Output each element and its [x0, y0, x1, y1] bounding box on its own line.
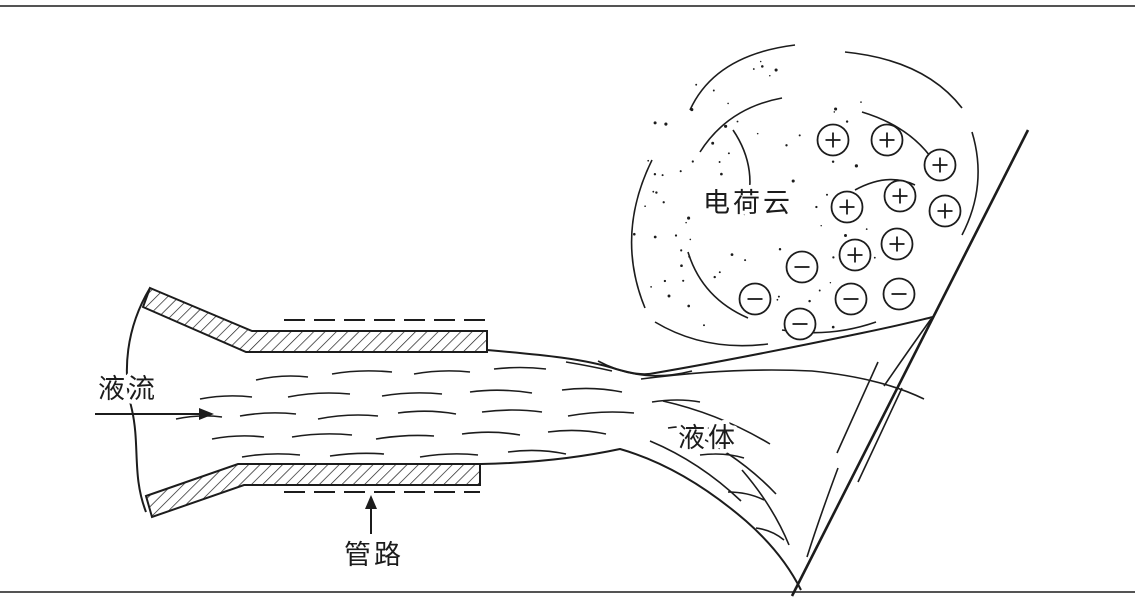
charge-cloud-arcs — [630, 44, 979, 347]
flow-arrow — [95, 408, 214, 420]
pipe-walls — [141, 286, 488, 519]
plus-charge-icon — [830, 190, 864, 224]
pipe-label: 管路 — [344, 540, 404, 570]
plus-charge-icon — [923, 148, 957, 182]
impingement-wall — [790, 129, 1030, 597]
liquid-label: 液体 — [678, 423, 738, 453]
minus-charge-icon — [738, 282, 772, 316]
mist-speckles — [633, 60, 876, 329]
plus-charge-icon — [928, 194, 962, 228]
flow-lines — [175, 361, 785, 541]
plus-charge-icon — [883, 179, 917, 213]
charge-cloud-label: 电荷云 — [703, 188, 793, 218]
charge-symbols — [738, 123, 962, 341]
pipe-upper-wall — [141, 286, 488, 353]
pipe-arrow — [365, 495, 377, 534]
minus-charge-icon — [834, 282, 868, 316]
minus-charge-icon — [882, 277, 916, 311]
stream-internal-curves — [597, 318, 932, 558]
plus-charge-icon — [870, 123, 904, 157]
plus-charge-icon — [838, 238, 872, 272]
liquid-stream-outline — [125, 287, 934, 591]
minus-charge-icon — [783, 307, 817, 341]
minus-charge-icon — [785, 250, 819, 284]
plus-charge-icon — [816, 123, 850, 157]
pipe-lower-wall — [144, 463, 481, 519]
plus-charge-icon — [880, 227, 914, 261]
flow-label: 液流 — [98, 374, 158, 404]
